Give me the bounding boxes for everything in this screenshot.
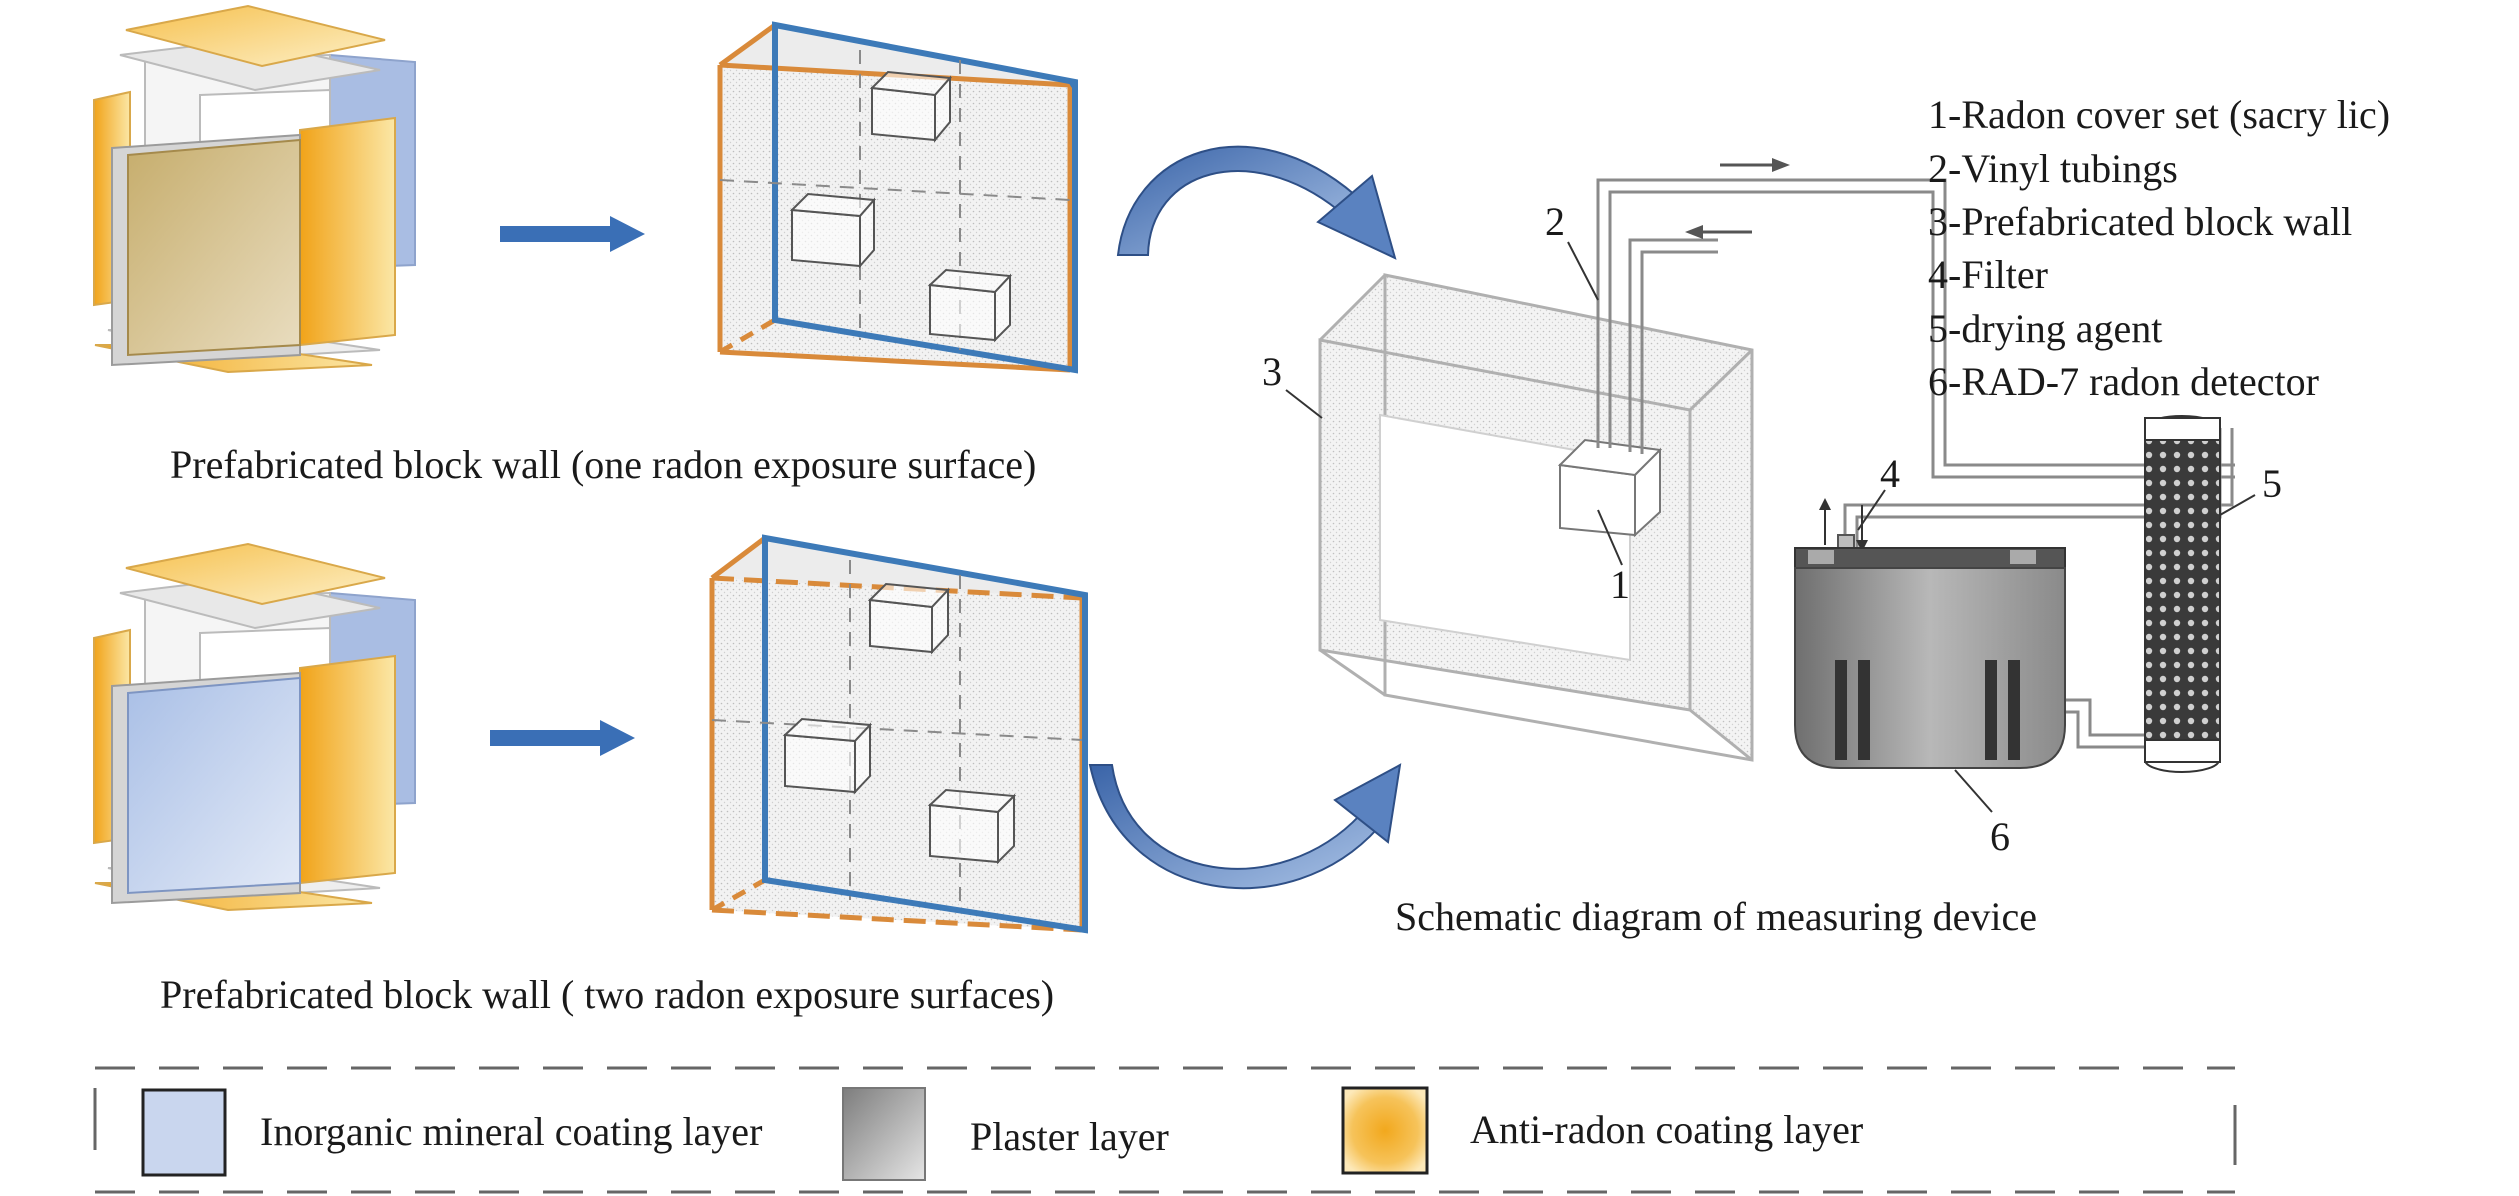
legend-label-anti-radon: Anti-radon coating layer xyxy=(1470,1107,1863,1152)
swatch-anti-radon xyxy=(1341,1086,1429,1175)
legend-label-inorganic: Inorganic mineral coating layer xyxy=(260,1109,762,1154)
device-legend-item-3: 3-Prefabricated block wall xyxy=(1928,199,2352,244)
leader-lines xyxy=(1285,241,2256,813)
part-number-6: 6 xyxy=(1990,814,2010,859)
exploded-block-two-surfaces xyxy=(93,542,416,912)
wall-frame-two-surfaces xyxy=(709,534,1088,934)
device-legend-item-6: 6-RAD-7 radon detector xyxy=(1928,359,2319,404)
swatch-inorganic-mineral xyxy=(141,1088,227,1177)
caption-one-surface: Prefabricated block wall (one radon expo… xyxy=(170,442,1036,487)
part-number-1: 1 xyxy=(1610,562,1630,607)
swatch-plaster xyxy=(842,1087,926,1181)
exploded-block-one-surface xyxy=(93,4,416,374)
caption-two-surfaces: Prefabricated block wall ( two radon exp… xyxy=(160,972,1054,1017)
caption-device: Schematic diagram of measuring device xyxy=(1395,894,2037,939)
device-wall xyxy=(1318,273,1754,762)
flow-arrow-out xyxy=(1720,158,1790,172)
part-number-5: 5 xyxy=(2262,461,2282,506)
device-legend: 1-Radon cover set (sacry lic) 2-Vinyl tu… xyxy=(1928,92,2390,404)
rad7-detector xyxy=(1794,547,2066,769)
arrow-right-2 xyxy=(490,720,635,756)
drying-agent-tube xyxy=(2144,415,2221,773)
legend-label-plaster: Plaster layer xyxy=(970,1114,1169,1159)
wall-frame-one-surface xyxy=(717,21,1078,374)
radon-cover-box xyxy=(1557,438,1663,538)
device-legend-item-1: 1-Radon cover set (sacry lic) xyxy=(1928,92,2390,137)
arrow-right-1 xyxy=(500,216,645,252)
part-number-3: 3 xyxy=(1262,349,1282,394)
curved-arrow-top xyxy=(1116,145,1397,260)
flow-arrow-in xyxy=(1685,225,1752,239)
part-number-2: 2 xyxy=(1545,199,1565,244)
device-legend-item-2: 2-Vinyl tubings xyxy=(1928,146,2178,191)
layer-legend: Inorganic mineral coating layer Plaster … xyxy=(93,1066,2237,1194)
device-legend-item-5: 5-drying agent xyxy=(1928,306,2162,351)
curved-arrow-bottom xyxy=(1088,763,1402,890)
part-number-4: 4 xyxy=(1880,451,1900,496)
device-legend-item-4: 4-Filter xyxy=(1928,252,2048,297)
